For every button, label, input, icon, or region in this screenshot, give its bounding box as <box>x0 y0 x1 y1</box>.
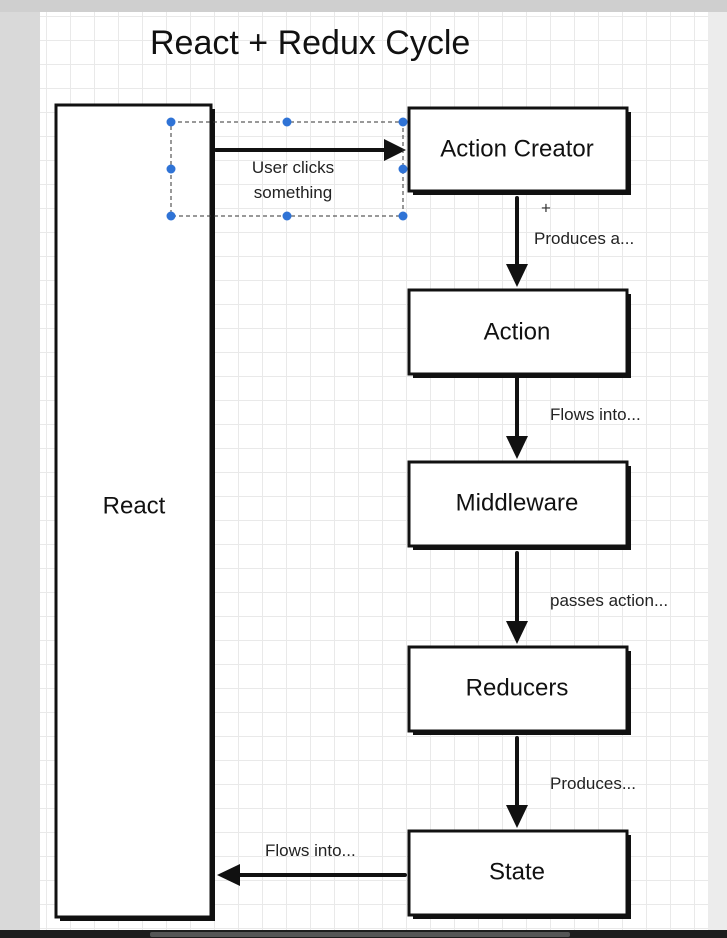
edge-state-to-react[interactable]: Flows into... <box>217 841 407 886</box>
edge-action-creator-to-action[interactable]: Produces a... <box>506 196 634 287</box>
node-middleware[interactable]: Middleware <box>407 460 631 550</box>
selection-handle-top-middle[interactable] <box>282 117 292 127</box>
right-strip <box>708 12 727 930</box>
selection-handle-bottom-right[interactable] <box>398 211 408 221</box>
edge-label-produces: Produces... <box>550 774 636 793</box>
edge-action-to-middleware[interactable]: Flows into... <box>506 376 641 459</box>
edge-label-flows-into-react: Flows into... <box>265 841 356 860</box>
edge-label-produces-a: Produces a... <box>534 229 634 248</box>
node-action-label: Action <box>484 318 551 345</box>
edge-middleware-to-reducers[interactable]: passes action... <box>506 551 668 644</box>
edge-label-flows-into: Flows into... <box>550 405 641 424</box>
node-reducers[interactable]: Reducers <box>407 645 631 735</box>
node-react-label: React <box>103 492 166 519</box>
node-action-creator[interactable]: Action Creator <box>407 106 631 195</box>
node-state-label: State <box>489 858 545 885</box>
selection-handle-middle-right[interactable] <box>398 164 408 174</box>
top-bar <box>0 0 727 12</box>
edge-label-passes-action: passes action... <box>550 591 668 610</box>
node-action[interactable]: Action <box>407 288 631 378</box>
edge-label-user-clicks-line2: something <box>254 183 332 202</box>
selection-handle-bottom-middle[interactable] <box>282 211 292 221</box>
diagram-title: React + Redux Cycle <box>150 24 470 62</box>
edge-react-to-action-creator[interactable]: User clicks something <box>214 139 406 202</box>
node-action-creator-label: Action Creator <box>440 135 593 162</box>
horizontal-scrollbar[interactable] <box>150 932 570 937</box>
node-middleware-label: Middleware <box>456 489 579 516</box>
selection-box[interactable] <box>166 117 408 221</box>
selection-handle-top-right[interactable] <box>398 117 408 127</box>
edge-reducers-to-state[interactable]: Produces... <box>506 736 636 828</box>
cursor-crosshair-icon: + <box>541 198 551 217</box>
selection-handle-bottom-left[interactable] <box>166 211 176 221</box>
selection-handle-middle-left[interactable] <box>166 164 176 174</box>
selection-handle-top-left[interactable] <box>166 117 176 127</box>
node-state[interactable]: State <box>407 829 631 919</box>
node-reducers-label: Reducers <box>466 674 569 701</box>
node-react[interactable]: React <box>54 103 215 921</box>
edge-label-user-clicks-line1: User clicks <box>252 158 334 177</box>
